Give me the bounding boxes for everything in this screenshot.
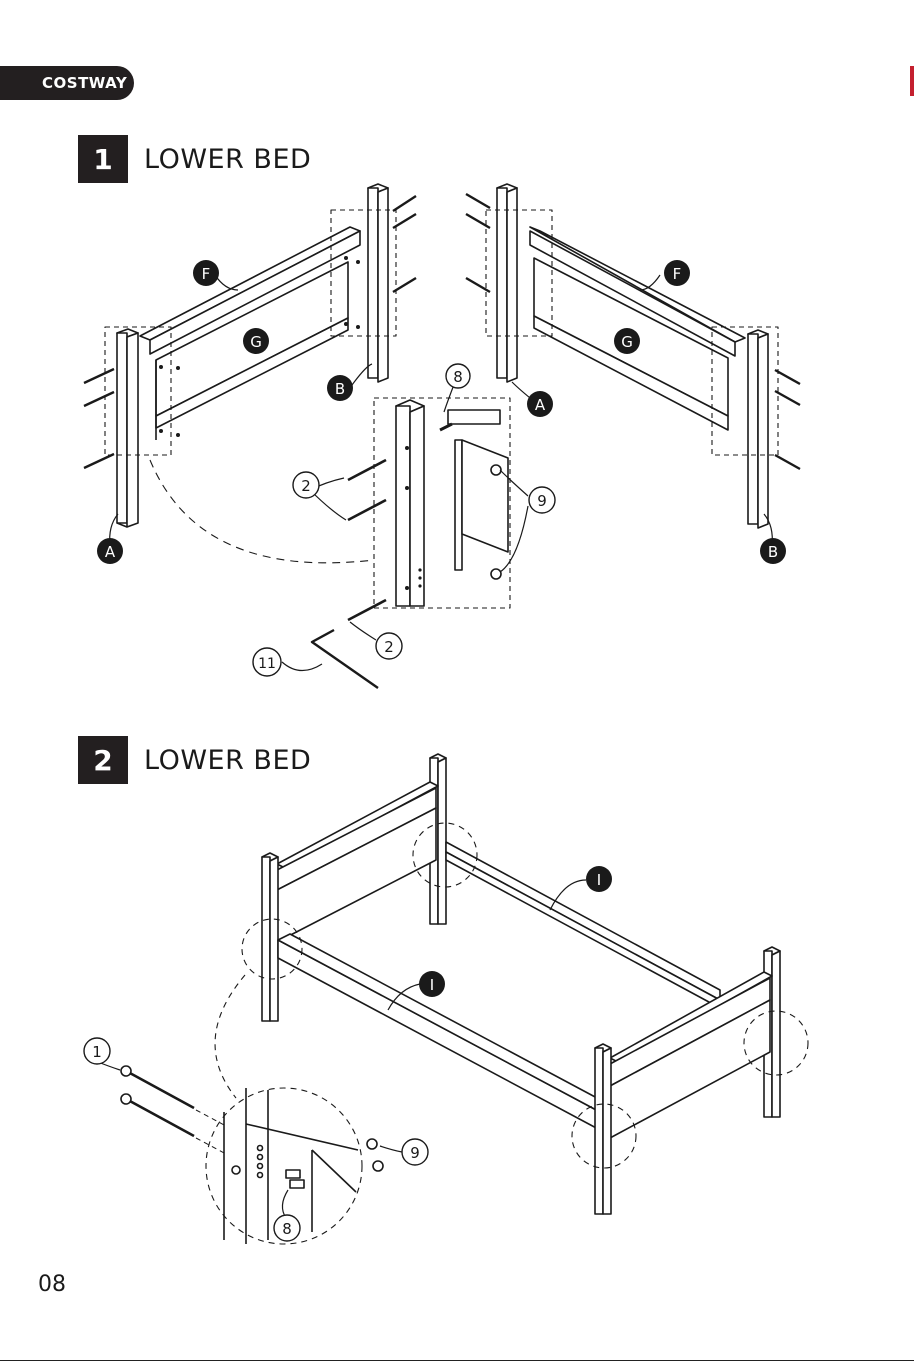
step-2-diagram: I I 1 9 8 bbox=[0, 0, 914, 1260]
post-front-left bbox=[262, 853, 278, 1021]
side-rail-front bbox=[278, 934, 612, 1130]
post-front-right bbox=[595, 1044, 611, 1214]
svg-text:9: 9 bbox=[410, 1144, 420, 1162]
svg-text:I: I bbox=[430, 976, 434, 994]
side-rail-back bbox=[446, 842, 720, 1008]
svg-text:8: 8 bbox=[282, 1220, 292, 1238]
long-bolts bbox=[128, 1072, 194, 1136]
callout-part-8: 8 bbox=[274, 1215, 300, 1241]
callout-i-back: I bbox=[586, 866, 612, 892]
svg-text:I: I bbox=[597, 871, 601, 889]
callout-part-9: 9 bbox=[402, 1139, 428, 1165]
svg-text:1: 1 bbox=[92, 1043, 102, 1061]
zoom-detail bbox=[224, 1088, 383, 1244]
callout-i-front: I bbox=[419, 971, 445, 997]
footer-rule bbox=[0, 1360, 914, 1361]
footboard bbox=[610, 972, 772, 1138]
callout-part-1: 1 bbox=[84, 1038, 110, 1064]
page-number: 08 bbox=[38, 1272, 66, 1297]
